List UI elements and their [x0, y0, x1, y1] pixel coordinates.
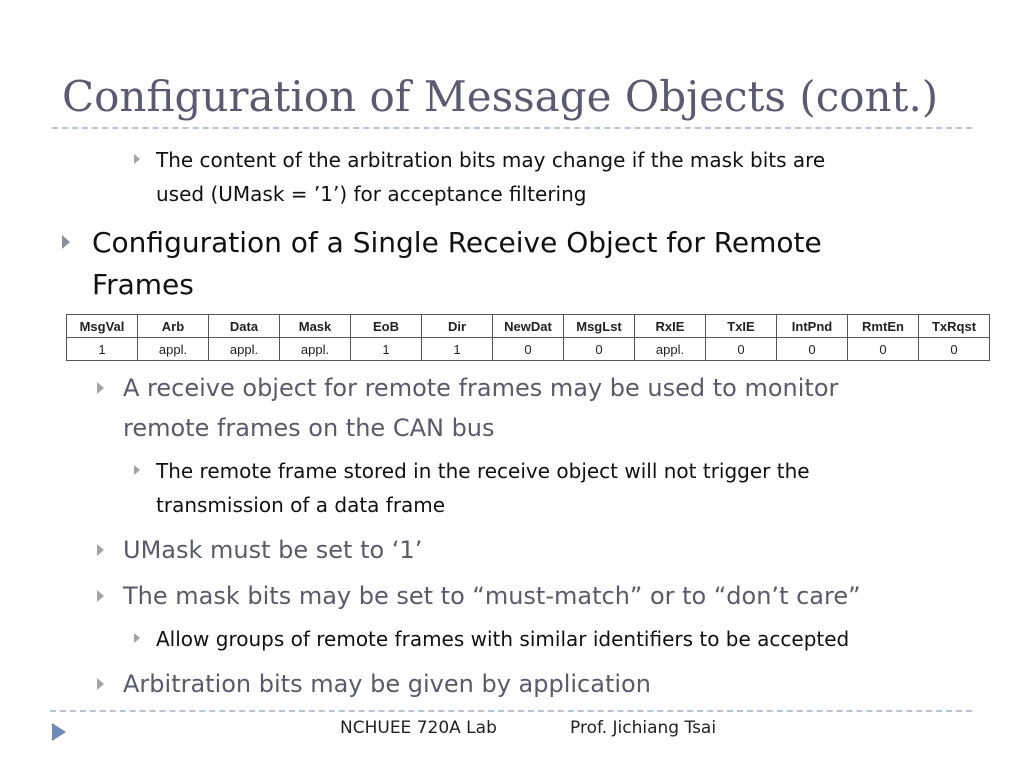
table-header-cell: RxIE [634, 314, 706, 338]
table-cell: 0 [776, 337, 848, 361]
table-cell: 1 [66, 337, 138, 361]
bullet-text: Allow groups of remote frames with simil… [156, 627, 850, 651]
slide-nav-arrow-icon [52, 723, 66, 741]
table-cell: appl. [137, 337, 209, 361]
bullet-arrow-icon [134, 154, 140, 164]
bullet-mask-bits: The mask bits may be set to “must-match”… [97, 576, 861, 616]
footer-lab: NCHUEE 720A Lab [340, 718, 497, 738]
table-cell: 0 [705, 337, 777, 361]
table-header-cell: NewDat [492, 314, 564, 338]
table-cell: 0 [563, 337, 635, 361]
bullet-text: Configuration of a Single Receive Object… [92, 226, 822, 259]
table-header-cell: Arb [137, 314, 209, 338]
footer-divider [50, 710, 972, 712]
bullet-arrow-icon [97, 590, 104, 602]
table-header-cell: Dir [421, 314, 493, 338]
message-object-config-table: MsgVal Arb Data Mask EoB Dir NewDat MsgL… [66, 314, 990, 361]
bullet-groups-of-remote-frames: Allow groups of remote frames with simil… [134, 622, 850, 656]
table-row: 1 appl. appl. appl. 1 1 0 0 appl. 0 0 0 … [66, 337, 990, 361]
table-cell: 0 [847, 337, 919, 361]
bullet-text: A receive object for remote frames may b… [123, 374, 839, 402]
table-cell: appl. [208, 337, 280, 361]
bullet-text: The content of the arbitration bits may … [156, 148, 826, 172]
table-header-cell: MsgVal [66, 314, 138, 338]
bullet-arrow-icon [134, 633, 140, 643]
bullet-arrow-icon [62, 235, 70, 249]
bullet-text: The mask bits may be set to “must-match”… [123, 582, 861, 610]
table-header-cell: Data [208, 314, 280, 338]
bullet-text: UMask must be set to ‘1’ [123, 536, 423, 564]
table-header-cell: IntPnd [776, 314, 848, 338]
table-cell: appl. [634, 337, 706, 361]
bullet-arrow-icon [97, 382, 104, 394]
table-header-cell: RmtEn [847, 314, 919, 338]
title-divider [52, 127, 972, 129]
table-cell: 0 [918, 337, 990, 361]
bullet-monitor-remote-frames: A receive object for remote frames may b… [97, 368, 839, 448]
table-header-cell: EoB [350, 314, 422, 338]
bullet-text: The remote frame stored in the receive o… [156, 459, 810, 483]
table-header-cell: MsgLst [563, 314, 635, 338]
bullet-text: used (UMask = ’1’) for acceptance filter… [156, 182, 587, 206]
table-header-cell: TxIE [705, 314, 777, 338]
bullet-no-trigger-transmission: The remote frame stored in the receive o… [134, 454, 810, 522]
bullet-arrow-icon [97, 678, 104, 690]
bullet-arbitration-by-application: Arbitration bits may be given by applica… [97, 664, 651, 704]
bullet-arrow-icon [134, 465, 140, 475]
bullet-text: remote frames on the CAN bus [123, 414, 495, 442]
table-cell: 1 [350, 337, 422, 361]
table-cell: 0 [492, 337, 564, 361]
table-header-cell: Mask [279, 314, 351, 338]
bullet-text: Frames [92, 268, 194, 301]
bullet-arrow-icon [97, 544, 104, 556]
footer-professor: Prof. Jichiang Tsai [570, 718, 717, 738]
slide-title: Configuration of Message Objects (cont.) [62, 72, 939, 121]
bullet-single-receive-object: Configuration of a Single Receive Object… [62, 222, 822, 306]
table-cell: appl. [279, 337, 351, 361]
bullet-arbitration-change: The content of the arbitration bits may … [134, 143, 826, 211]
bullet-umask: UMask must be set to ‘1’ [97, 530, 423, 570]
table-cell: 1 [421, 337, 493, 361]
bullet-text: transmission of a data frame [156, 493, 446, 517]
bullet-text: Arbitration bits may be given by applica… [123, 670, 651, 698]
table-header-cell: TxRqst [918, 314, 990, 338]
table-header-row: MsgVal Arb Data Mask EoB Dir NewDat MsgL… [66, 314, 990, 338]
